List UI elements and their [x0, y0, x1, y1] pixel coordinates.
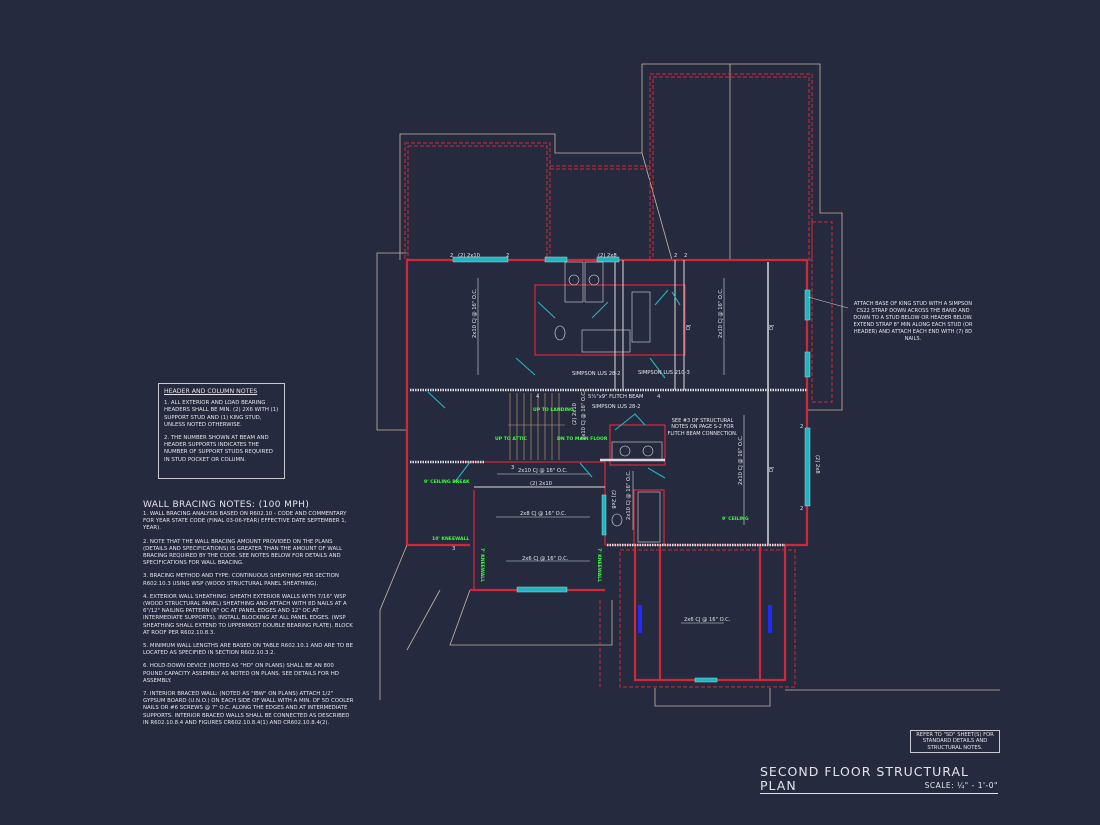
- drawing-scale: SCALE: ¼" - 1'-0": [924, 781, 998, 790]
- wall-bracing-item: 3. BRACING METHOD AND TYPE: CONTINUOUS S…: [143, 573, 339, 587]
- header-note-item: 1. ALL EXTERIOR AND LOAD BEARING HEADERS…: [164, 400, 279, 428]
- kneewall-label: 10' KNEEWALL: [432, 536, 469, 542]
- ceiling-joist-label: 2x10 CJ @ 16" O.C.: [472, 288, 478, 338]
- windows: [452, 256, 811, 683]
- window: [804, 289, 811, 321]
- stud-count: 2: [800, 424, 803, 430]
- ceiling-joist-label: 2x8 CJ @ 16" O.C.: [520, 511, 567, 517]
- window: [694, 677, 718, 683]
- window: [452, 256, 509, 263]
- exterior-walls: [405, 258, 809, 682]
- header-label: (2) 2x8: [610, 490, 616, 509]
- door-swings: [427, 289, 681, 483]
- bath-fixtures: [554, 261, 663, 543]
- stair-label: UP TO LANDING: [533, 407, 574, 413]
- window: [544, 256, 568, 263]
- stud-count: 4: [657, 394, 661, 400]
- header-label: (2) 2x8: [598, 253, 617, 259]
- simpson-hanger-label: SIMPSON LUS 210-3: [638, 370, 690, 376]
- stud-count: 2: [450, 253, 453, 259]
- ceiling-joist-label: 2x10 CJ @ 16" O.C.: [518, 468, 568, 474]
- flitch-note: SEE #3 OF STRUCTURAL NOTES ON PAGE S-2 F…: [667, 418, 737, 437]
- stud-count: 4: [536, 394, 540, 400]
- stair-label: UP TO ATTIC: [495, 436, 528, 442]
- stairs: [508, 393, 565, 460]
- ceiling-break-label: 9' CEILING BREAK: [424, 479, 470, 485]
- beams: [410, 260, 807, 547]
- ceiling-joist-label: 2x10 CJ @ 16" O.C.: [626, 470, 632, 520]
- header-label: (2) 2x8: [814, 455, 820, 474]
- header-label: (2) 2x10: [530, 481, 552, 487]
- hold-down-marks: [638, 605, 772, 633]
- window: [804, 427, 811, 507]
- header-column-notes: HEADER AND COLUMN NOTES 1. ALL EXTERIOR …: [158, 383, 285, 479]
- wall-bracing-item: 7. INTERIOR BRACED WALL: (NOTED AS "IBW"…: [143, 691, 354, 726]
- wall-bracing-item: 4. EXTERIOR WALL SHEATHING: SHEATH EXTER…: [143, 593, 353, 636]
- drawing-title: SECOND FLOOR STRUCTURAL PLAN: [760, 765, 998, 794]
- kneewall-label: 7' KNEEWALL: [596, 548, 602, 582]
- ceiling-joist-label: 2x6 CJ @ 16" O.C.: [684, 617, 731, 623]
- header-label: (2) 2x10: [572, 403, 578, 425]
- ceiling-joist-label: 2x6 CJ @ 16" O.C.: [522, 556, 569, 562]
- header-label: (2) 2x10: [458, 253, 480, 259]
- green-labels: UP TO LANDING UP TO ATTIC DN TO MAIN FLO…: [424, 407, 749, 582]
- stud-count: 3: [452, 546, 455, 552]
- stair-label: DN TO MAIN FLOOR: [557, 436, 608, 442]
- dj-label: DJ: [769, 466, 775, 472]
- stud-count: 2: [674, 253, 677, 259]
- window: [804, 351, 811, 378]
- window: [516, 586, 568, 593]
- stud-count: 2: [684, 253, 687, 259]
- window: [601, 494, 607, 536]
- king-stud-strap-note: ATTACH BASE OF KING STUD WITH A SIMPSON …: [853, 301, 973, 342]
- ceiling-joist-label: 2x10 CJ @ 16" O.C.: [718, 288, 724, 338]
- dj-label: DJ: [769, 324, 775, 330]
- stud-count: 2: [800, 506, 803, 512]
- stud-count: 3: [511, 465, 514, 471]
- wall-bracing-item: 2. NOTE THAT THE WALL BRACING AMOUNT PRO…: [143, 538, 343, 567]
- attach-note-leader: [807, 296, 849, 309]
- ceiling-joist-label: 2x10 CJ @ 16" O.C.: [581, 390, 587, 440]
- roof-outline: [376, 63, 1000, 707]
- stud-count: 2: [506, 253, 509, 259]
- joist-span-arrows: [477, 278, 745, 624]
- wall-bracing-item: 5. MINIMUM WALL LENGTHS ARE BASED ON TAB…: [143, 643, 353, 657]
- simpson-hanger-label: SIMPSON LUS 28-2: [572, 371, 620, 377]
- flitch-beam-label: 5¼"x9" FLITCH BEAM: [588, 394, 643, 400]
- header-notes-heading: HEADER AND COLUMN NOTES: [164, 388, 258, 395]
- plan-labels: (2) 2x10 (2) 2x8 2x10 CJ @ 16" O.C. 2x10…: [450, 253, 820, 623]
- ceiling-joist-label: 2x10 CJ @ 16" O.C.: [738, 435, 744, 485]
- refer-note-box: REFER TO "SD" SHEET(S) FOR STANDARD DETA…: [910, 730, 1000, 753]
- ceiling-height-label: 9' CEILING: [722, 516, 749, 522]
- wall-bracing-notes: WALL BRACING NOTES: (100 MPH) 1. WALL BR…: [143, 500, 355, 733]
- header-note-item: 2. THE NUMBER SHOWN AT BEAM AND HEADER S…: [164, 435, 273, 463]
- simpson-hanger-label: SIMPSON LUS 28-2: [592, 404, 640, 410]
- dj-label: DJ: [686, 324, 692, 330]
- kneewall-label: 7' KNEEWALL: [479, 548, 485, 582]
- window: [596, 256, 620, 263]
- wall-bracing-heading: WALL BRACING NOTES: (100 MPH): [143, 500, 310, 510]
- wall-bracing-item: 6. HOLD-DOWN DEVICE (NOTED AS "HD" ON PL…: [143, 663, 339, 684]
- wall-bracing-item: 1. WALL BRACING ANALYSIS BASED ON R602.1…: [143, 511, 347, 532]
